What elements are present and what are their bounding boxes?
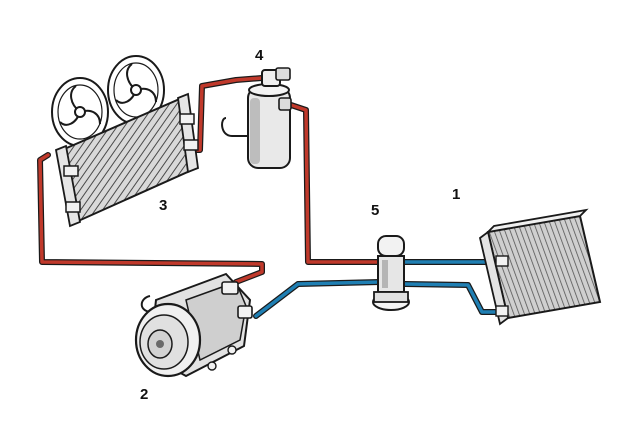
evaporator-to-valve-line bbox=[402, 281, 503, 315]
condenser-icon bbox=[51, 55, 199, 228]
low-pressure-lines bbox=[253, 259, 503, 319]
callout-expansion-valve: 5 bbox=[371, 202, 380, 219]
fan-icon bbox=[107, 55, 165, 125]
callout-condenser: 3 bbox=[159, 197, 168, 214]
liquid-line-to-valve bbox=[285, 101, 383, 265]
compressor-icon bbox=[134, 272, 253, 378]
evaporator-icon bbox=[478, 208, 602, 326]
callout-evaporator: 1 bbox=[452, 186, 461, 203]
expansion-valve-icon bbox=[372, 235, 410, 311]
receiver-drier-icon bbox=[221, 67, 292, 169]
callout-compressor: 2 bbox=[140, 386, 149, 403]
suction-line bbox=[253, 279, 383, 319]
callout-receiver-drier: 4 bbox=[255, 47, 264, 64]
